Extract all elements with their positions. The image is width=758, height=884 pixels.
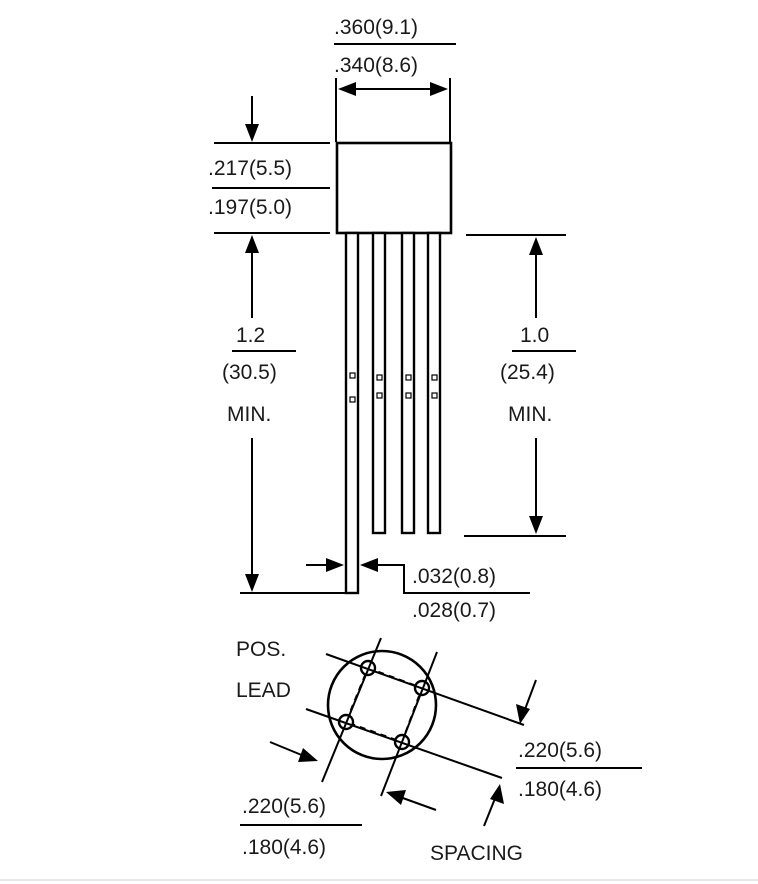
centerline-lower-right [305,708,503,779]
lead-4 [426,231,442,535]
pos-lead-label-line2: LEAD [236,679,291,702]
spacing-right-max-label: .220(5.6) [518,739,602,762]
inner-length-value: 1.0 [520,324,549,347]
arrowhead-spacing-left [298,748,318,762]
centerline-upper-right [325,653,525,726]
body-height-max-label: .217(5.5) [208,157,292,180]
lead-break-mark [405,374,412,381]
spacing-left-min-label: .180(4.6) [242,836,326,859]
body-height-min-label: .197(5.0) [208,196,292,219]
arrowhead-up [529,237,543,255]
arrowhead-down [245,124,259,142]
lead-width-leader [374,564,530,594]
leads [344,231,442,595]
arrowhead-down [245,574,259,592]
lead-break-mark [376,392,383,399]
spacing-left-arrow-stem-right [399,796,437,811]
bottom-view-body-circle [326,649,438,761]
lead-width-max-label: .032(0.8) [412,565,496,588]
arrowhead-up [245,235,259,253]
lead-break-mark [349,396,356,403]
arrowhead-spacing-right-bottom [490,784,504,804]
outer-length-note: MIN. [227,403,271,426]
body-width-max-label: .360(9.1) [334,16,418,39]
arrowhead-right [430,82,448,96]
arrowhead-down [529,516,543,534]
lead-3 [400,231,416,535]
pos-lead-label-line1: POS. [236,638,286,661]
arrowhead-left [338,82,356,96]
lead-break-mark [405,392,412,399]
lead-break-mark [431,374,438,381]
spacing-right-arrow-stem-lower [483,795,497,827]
spacing-right-min-label: .180(4.6) [518,778,602,801]
package-body [335,141,453,235]
centerline-left-b [380,651,438,797]
arrowhead-left [360,558,378,572]
inner-length-metric: (25.4) [500,361,555,384]
spacing-label: SPACING [430,842,523,865]
arrowhead-spacing-right-top [516,704,530,724]
lead-2 [371,231,387,535]
lead-break-mark [376,374,383,381]
lead-1 [344,231,360,595]
body-width-min-label: .340(8.6) [334,54,418,77]
arrowhead-spacing-left-right [386,790,406,805]
spacing-left-max-label: .220(5.6) [242,795,326,818]
spacing-left-arrow-stem [269,741,305,757]
spacing-right-arrow-stem [523,679,537,713]
inner-length-note: MIN. [508,403,552,426]
lead-break-mark [431,392,438,399]
lead-break-mark [349,372,356,379]
outer-length-metric: (30.5) [222,361,277,384]
centerline-left-a [321,637,382,783]
arrowhead-right [326,558,344,572]
outer-length-value: 1.2 [236,324,265,347]
lead-width-min-label: .028(0.7) [412,599,496,622]
lead-pins [337,659,431,751]
